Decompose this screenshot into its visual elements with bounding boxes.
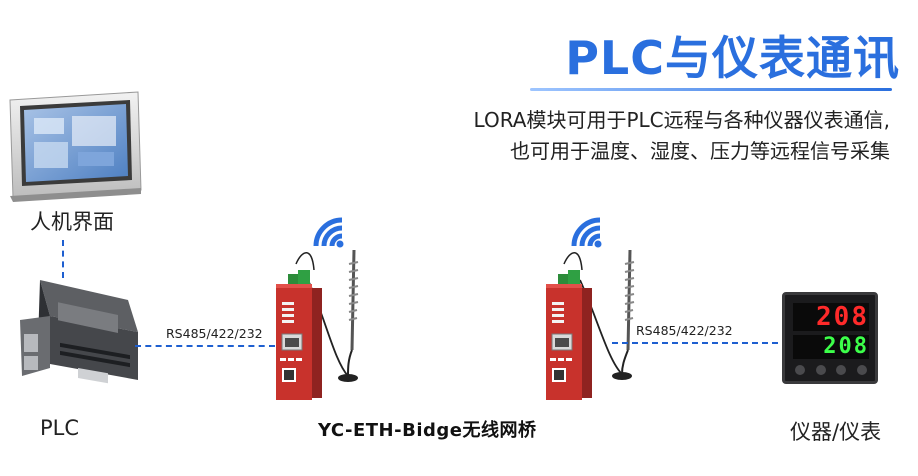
plc-label: PLC: [40, 416, 79, 440]
bridge-device-left: [268, 210, 368, 410]
description-line-1: LORA模块可用于PLC远程与各种仪器仪表通信,: [370, 104, 890, 133]
instrument-button: [836, 365, 846, 375]
page-title: PLC与仪表通讯: [520, 22, 900, 88]
instrument-button: [857, 365, 867, 375]
instrument-button: [795, 365, 805, 375]
display-top-value: 208: [793, 303, 869, 331]
hmi-label: 人机界面: [30, 206, 114, 236]
display-bottom-value: 208: [793, 335, 869, 359]
left-protocol-label: RS485/422/232: [166, 326, 263, 341]
plc-device: [10, 272, 145, 397]
wifi-icon: [574, 220, 602, 248]
right-protocol-label: RS485/422/232: [636, 323, 733, 338]
instrument-buttons: [795, 365, 867, 377]
instrument-controller: 208 208: [782, 292, 878, 384]
wifi-icon: [316, 220, 344, 248]
title-underline: [530, 88, 892, 91]
hmi-panel: [8, 92, 143, 202]
bridge-label: YC-ETH-Bidge无线网桥: [318, 416, 536, 442]
bridge-device-right: [538, 210, 638, 410]
description-line-2: 也可用于温度、湿度、压力等远程信号采集: [370, 135, 890, 164]
instrument-button: [816, 365, 826, 375]
instrument-label: 仪器/仪表: [790, 416, 881, 446]
plc-bridge-link: [135, 345, 275, 347]
bridge-instrument-link: [612, 342, 778, 344]
